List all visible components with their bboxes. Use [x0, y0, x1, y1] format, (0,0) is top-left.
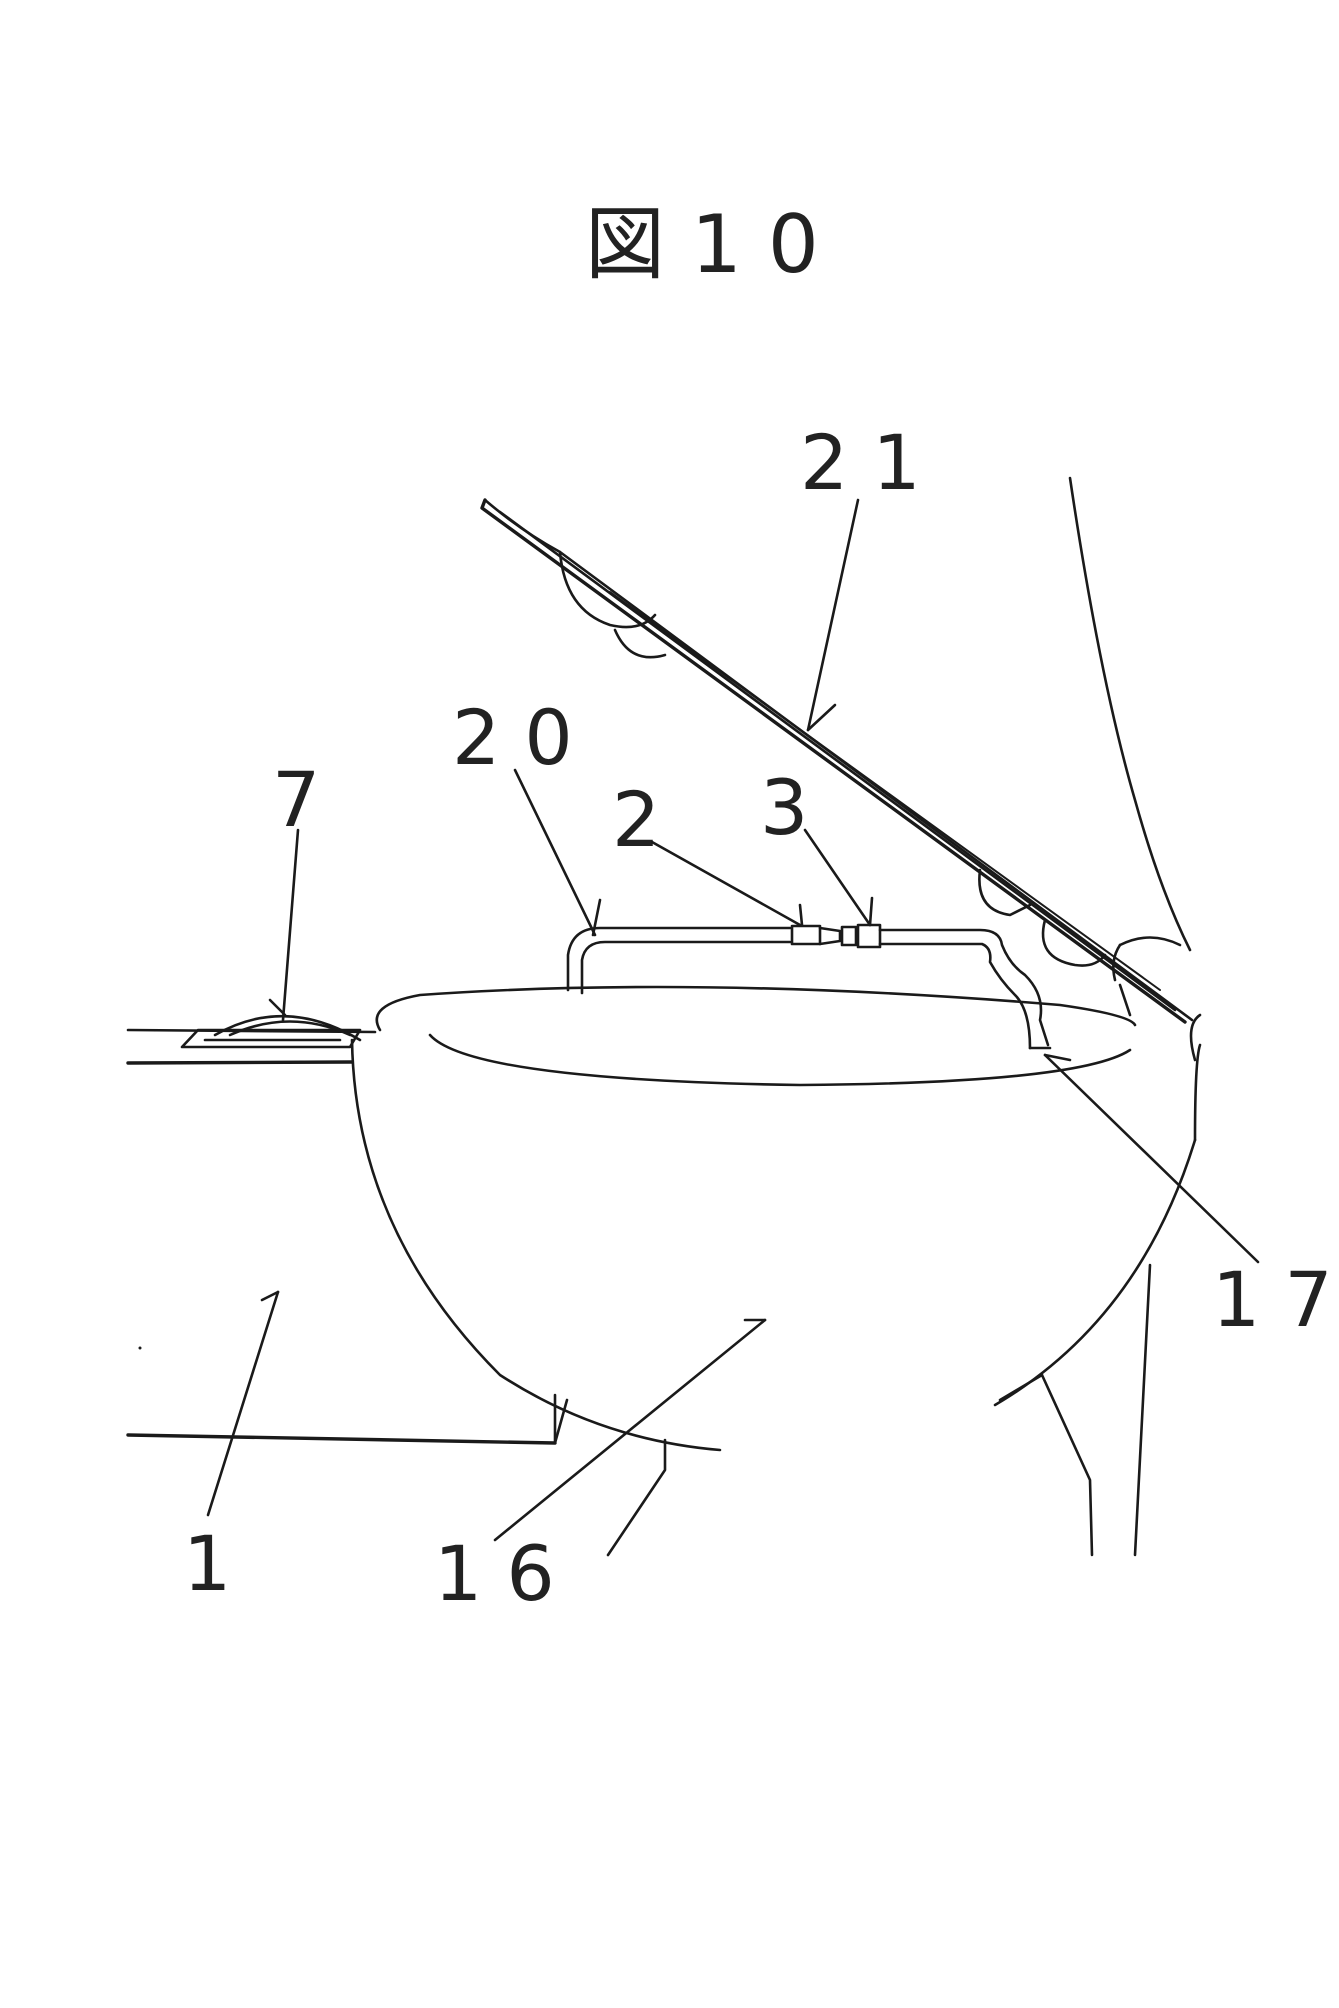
handle-7	[180, 1014, 362, 1049]
label-21: 21	[800, 418, 945, 507]
label-17: 17	[1212, 1255, 1339, 1344]
label-1: 1	[183, 1519, 256, 1608]
base-plate	[126, 1028, 667, 1557]
label-3: 3	[760, 763, 833, 852]
leader-17	[1043, 1053, 1260, 1264]
lid	[480, 498, 1194, 1024]
leader-lines	[206, 498, 1260, 1542]
hose	[566, 923, 1052, 1050]
body-outline	[998, 476, 1202, 1557]
connector-2	[790, 924, 822, 946]
leader-3	[803, 828, 872, 927]
leader-20	[513, 768, 597, 937]
leader-2	[650, 840, 802, 927]
connector-3	[840, 925, 858, 947]
bowl	[350, 985, 1202, 1452]
figure-title: 図10	[585, 198, 845, 291]
label-20: 20	[452, 693, 597, 782]
leader-1	[206, 1290, 280, 1517]
leader-7	[281, 828, 300, 1022]
label-7: 7	[272, 755, 345, 844]
label-2: 2	[612, 775, 685, 864]
label-16: 16	[434, 1529, 579, 1618]
leader-21	[806, 498, 860, 732]
leader-16	[493, 1318, 767, 1542]
